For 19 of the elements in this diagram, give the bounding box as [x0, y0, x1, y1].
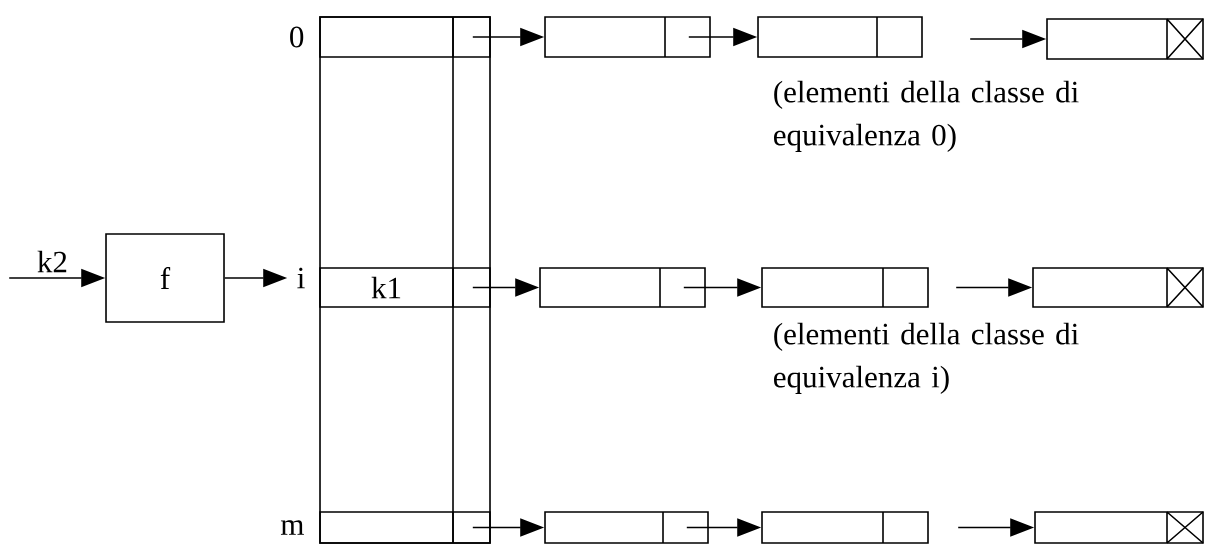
table-row: k1: [319, 267, 491, 308]
table-row: [319, 511, 491, 544]
list-end-element: [1032, 267, 1204, 308]
list-end-element: [1046, 18, 1204, 60]
list-element: [539, 267, 706, 308]
caption: (elementi della classe di equivalenza 0): [774, 80, 1079, 152]
list-element: [761, 511, 929, 544]
list-element: [757, 16, 923, 58]
caption: (elementi della classe di equivalenza i): [774, 322, 1079, 394]
list-element: [544, 16, 711, 58]
edge-label: k2: [37, 250, 67, 273]
row-index-label: 0: [290, 26, 304, 48]
function-box: f: [105, 233, 225, 323]
table-row: [319, 16, 491, 58]
list-end-element: [1034, 511, 1204, 544]
index-label: i: [297, 267, 305, 289]
list-element: [544, 511, 709, 544]
row-index-label: m: [280, 520, 304, 535]
list-element: [761, 267, 929, 308]
